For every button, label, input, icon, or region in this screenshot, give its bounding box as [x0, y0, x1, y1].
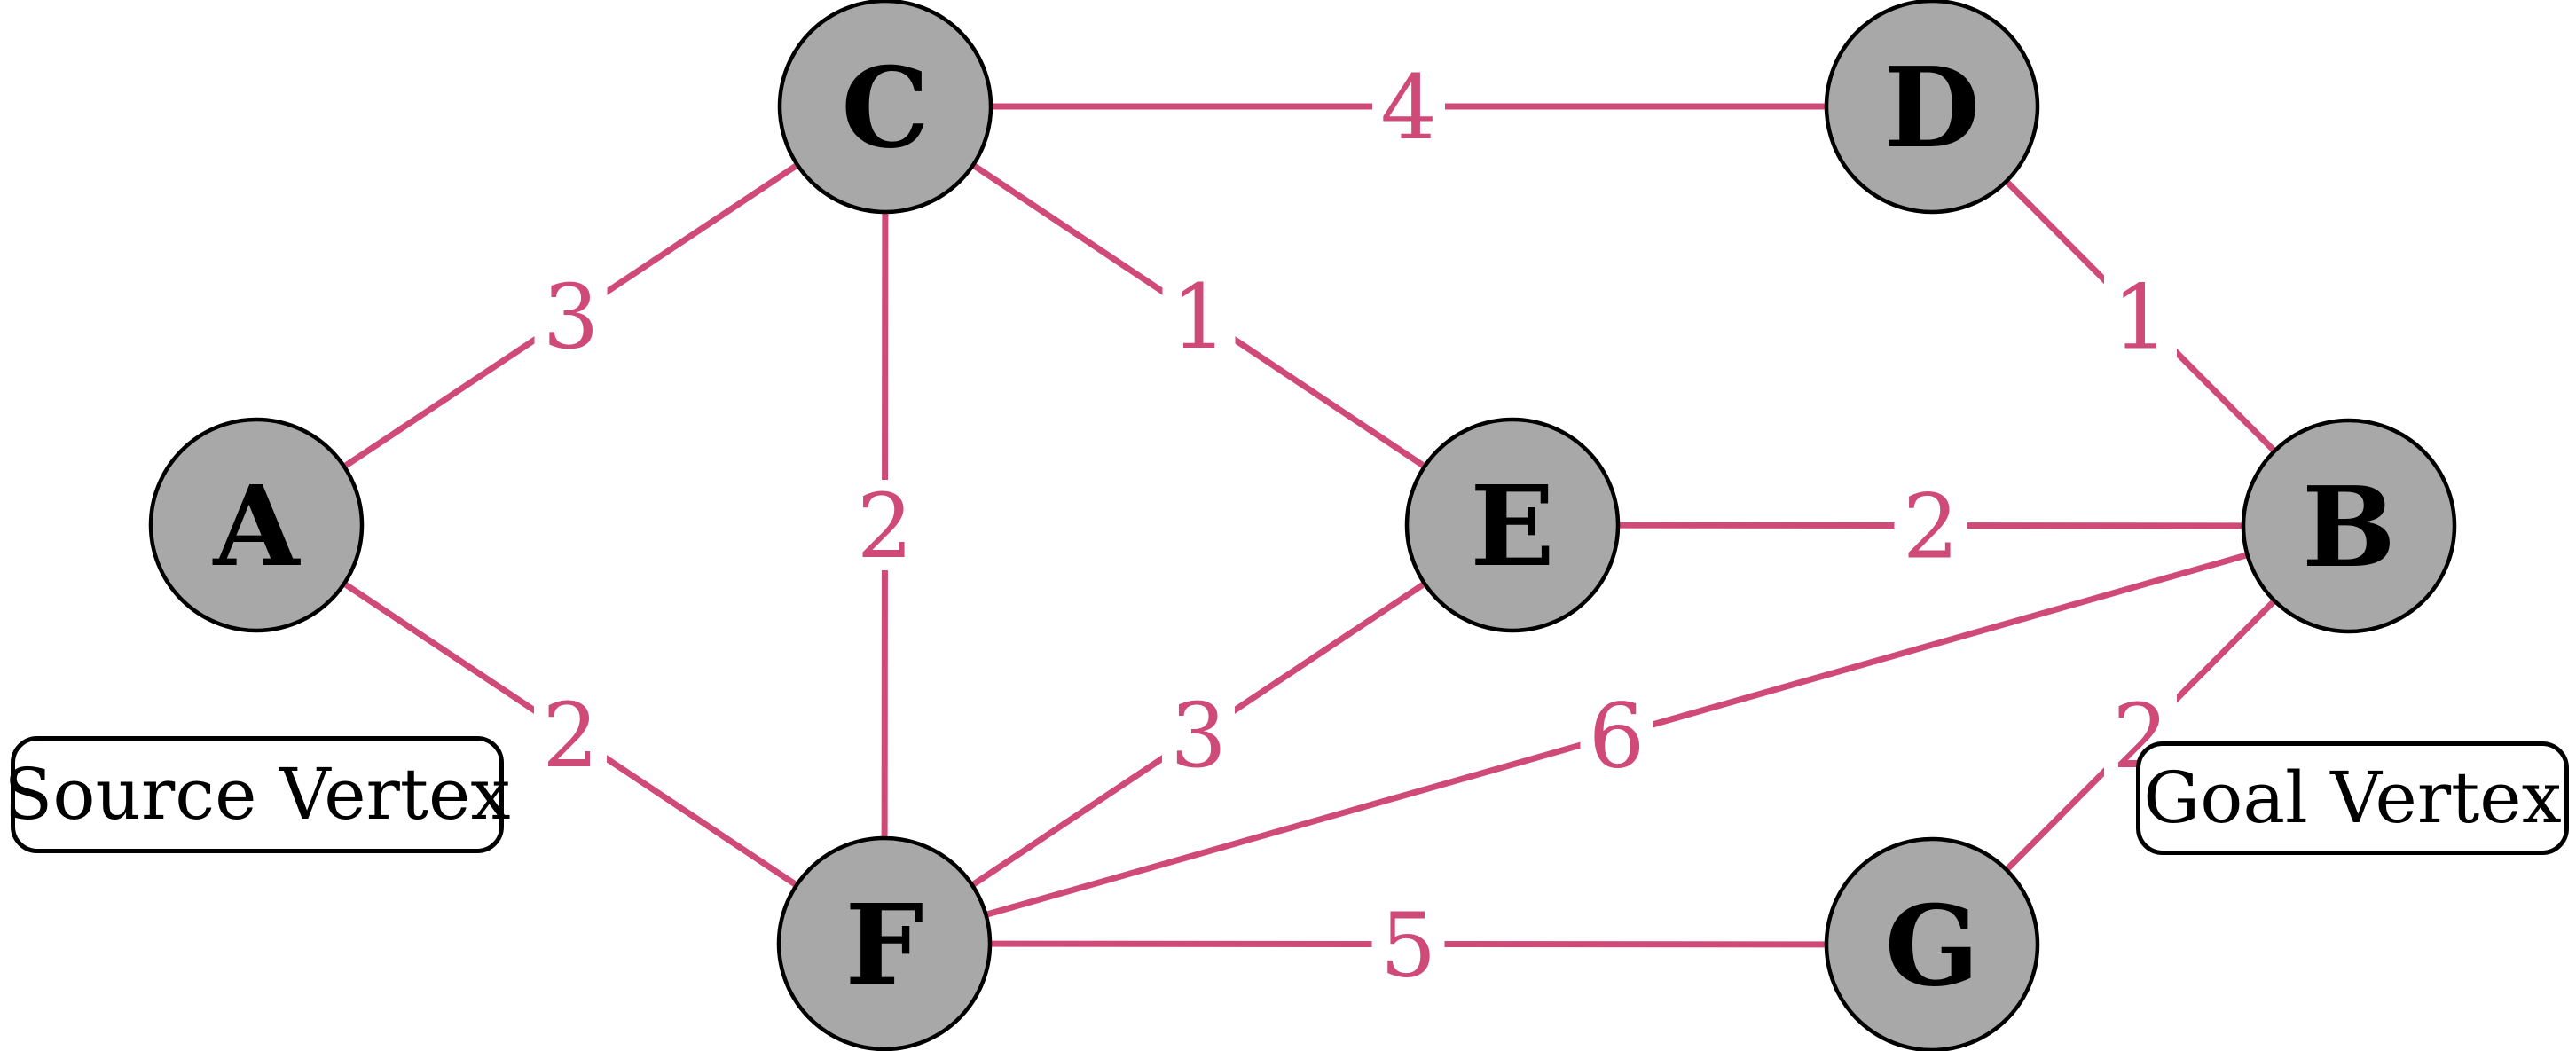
vertex-circle-C — [777, 0, 993, 215]
edge-weight-C-D: 4 — [1380, 56, 1437, 160]
edge-weight-bg-C-E — [1162, 271, 1236, 361]
vertex-label-A: A — [213, 462, 302, 592]
vertex-circle-F — [776, 835, 993, 1051]
vertex-label-D: D — [1884, 43, 1980, 173]
source-vertex-label-box: Source Vertex — [4, 736, 510, 853]
goal-vertex-label-box: Goal Vertex — [2136, 741, 2569, 855]
edge-weight-F-B: 6 — [1589, 685, 1645, 788]
edge-weight-F-G: 5 — [1380, 894, 1437, 998]
goal-vertex-label-text: Goal Vertex — [2143, 757, 2562, 839]
edge-weight-bg-A-C — [534, 271, 608, 361]
vertex-G: G — [1824, 836, 2040, 1051]
edge-weight-C-E: 1 — [1171, 265, 1228, 369]
vertex-circle-B — [2241, 418, 2457, 634]
vertex-label-E: E — [1470, 462, 1554, 592]
vertex-label-B: B — [2302, 463, 2396, 592]
vertex-A: A — [148, 417, 365, 633]
edge-weight-bg-F-B — [1580, 689, 1653, 780]
edge-weight-A-C: 3 — [543, 265, 600, 369]
vertex-C: C — [777, 0, 993, 215]
vertex-circle-A — [148, 417, 365, 633]
edge-weight-bg-C-F — [848, 480, 922, 570]
vertex-E: E — [1404, 417, 1621, 633]
edge-weight-bg-A-F — [534, 689, 607, 780]
vertex-B: B — [2241, 418, 2457, 634]
source-vertex-label-text: Source Vertex — [4, 753, 511, 835]
edge-weight-D-B: 1 — [2112, 266, 2169, 370]
vertex-label-F: F — [845, 881, 924, 1010]
edge-weight-bg-F-G — [1371, 898, 1445, 990]
vertex-D: D — [1824, 0, 2040, 215]
vertex-label-G: G — [1885, 882, 1980, 1011]
vertex-label-C: C — [841, 43, 930, 173]
edge-weight-A-F: 2 — [542, 684, 599, 788]
edge-weight-E-F: 3 — [1170, 684, 1227, 788]
edge-weight-E-B: 2 — [1903, 475, 1959, 579]
vertex-circle-E — [1404, 417, 1621, 633]
vertex-circle-D — [1824, 0, 2040, 215]
vertex-circle-G — [1824, 836, 2040, 1051]
vertex-F: F — [776, 835, 993, 1051]
edge-weight-bg-E-F — [1162, 689, 1235, 780]
edge-weight-bg-D-B — [2104, 271, 2177, 362]
edge-weight-bg-E-B — [1894, 480, 1967, 571]
edge-weight-bg-C-D — [1372, 61, 1445, 152]
edge-weight-C-F: 2 — [857, 475, 914, 578]
